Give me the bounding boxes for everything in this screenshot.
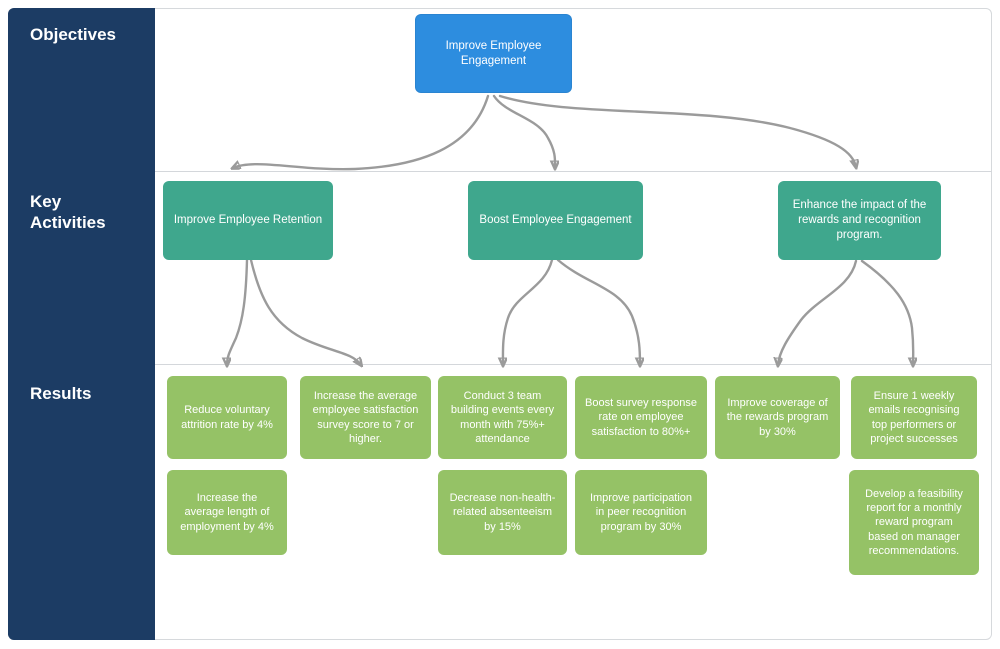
node-label: Reduce voluntary attrition rate by 4% (181, 404, 273, 431)
activity-node-rewards[interactable]: Enhance the impact of the rewards and re… (778, 181, 941, 260)
node-label: Increase the average employee satisfacti… (312, 389, 419, 445)
lane-sidebar (8, 8, 155, 640)
result-node[interactable]: Reduce voluntary attrition rate by 4% (167, 376, 287, 459)
node-label: Develop a feasibility report for a month… (865, 487, 963, 557)
result-node[interactable]: Develop a feasibility report for a month… (849, 470, 979, 575)
lane-label-key-activities: Key Activities (30, 192, 106, 233)
node-label: Improve participation in peer recognitio… (589, 492, 693, 533)
node-label: Boost survey response rate on employee s… (585, 397, 697, 438)
result-node[interactable]: Conduct 3 team building events every mon… (438, 376, 567, 459)
node-label: Improve Employee Retention (173, 214, 323, 227)
lane-label-objectives: Objectives (30, 25, 116, 44)
node-label: Decrease non-health-related absenteeism … (449, 492, 556, 533)
result-node[interactable]: Increase the average employee satisfacti… (300, 376, 431, 459)
lane-divider (8, 171, 992, 172)
node-label: Enhance the impact of the rewards and re… (792, 199, 927, 241)
lane-label-results: Results (30, 384, 92, 403)
activity-node-retention[interactable]: Improve Employee Retention (163, 181, 333, 260)
node-label: Ensure 1 weekly emails recognising top p… (868, 389, 960, 445)
activity-node-engagement[interactable]: Boost Employee Engagement (468, 181, 643, 260)
result-node[interactable]: Decrease non-health-related absenteeism … (438, 470, 567, 555)
result-node[interactable]: Improve participation in peer recognitio… (575, 470, 707, 555)
result-node[interactable]: Improve coverage of the rewards program … (715, 376, 840, 459)
lane-divider (8, 364, 992, 365)
node-label: Increase the average length of employmen… (180, 492, 274, 533)
node-label: Improve coverage of the rewards program … (726, 397, 829, 438)
node-label: Conduct 3 team building events every mon… (450, 389, 555, 445)
objective-node[interactable]: Improve Employee Engagement (415, 14, 572, 93)
node-label: Boost Employee Engagement (479, 214, 632, 227)
result-node[interactable]: Ensure 1 weekly emails recognising top p… (851, 376, 977, 459)
result-node[interactable]: Boost survey response rate on employee s… (575, 376, 707, 459)
node-label: Improve Employee Engagement (445, 39, 542, 67)
result-node[interactable]: Increase the average length of employmen… (167, 470, 287, 555)
